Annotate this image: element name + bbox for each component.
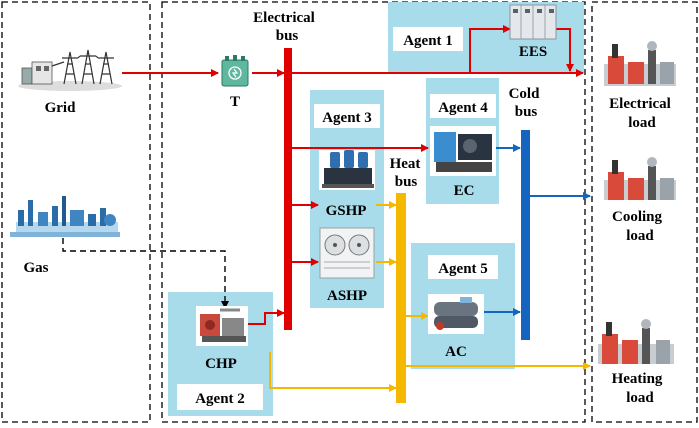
svg-text:Agent 5: Agent 5 [438, 261, 488, 277]
svg-text:bus: bus [276, 28, 299, 44]
agent1-label: Agent 1 [393, 27, 463, 51]
battery-storage-icon [509, 4, 557, 40]
svg-text:load: load [626, 390, 654, 406]
agent2-label: Agent 2 [177, 384, 263, 410]
grid-label: Grid [45, 100, 76, 116]
svg-text:Cooling: Cooling [612, 209, 663, 225]
ees-label: EES [519, 44, 547, 60]
air-source-heat-pump-icon [319, 227, 375, 279]
chp-label: CHP [205, 356, 237, 372]
electrical-load-label: Electrical load [609, 96, 671, 131]
heat-pump-icon [319, 150, 375, 190]
chp-unit-icon [196, 306, 248, 346]
cold-bus-label: Cold bus [509, 86, 541, 120]
gas-to-chp-line [62, 238, 229, 309]
ees-to-load-line [556, 28, 574, 72]
absorption-chiller-icon [428, 294, 484, 334]
heat-bus [396, 193, 406, 403]
svg-text:bus: bus [515, 104, 538, 120]
transformer-icon [221, 55, 249, 87]
ashp-label: ASHP [327, 288, 367, 304]
svg-text:Agent 4: Agent 4 [438, 100, 488, 116]
gshp-label: GSHP [326, 203, 367, 219]
chp-to-bus-line [248, 309, 285, 325]
conversion-region [161, 1, 586, 423]
transformer-label: T [230, 94, 240, 110]
ec-label: EC [454, 183, 475, 199]
agent5-label: Agent 5 [428, 255, 498, 279]
electrical-load-factory-icon [604, 41, 676, 86]
heat-bus-label: Heat bus [390, 156, 421, 190]
gas-plant-icon [10, 196, 120, 237]
svg-text:bus: bus [395, 174, 418, 190]
chp-to-heat-bus-line [269, 352, 397, 392]
svg-text:Electrical: Electrical [253, 10, 315, 26]
electrical-bus [284, 48, 292, 330]
grid-tower-icon [18, 49, 122, 91]
load-region [591, 1, 698, 423]
svg-text:Electrical: Electrical [609, 96, 671, 112]
bus-to-ees-line [469, 25, 511, 73]
supply-region [1, 1, 151, 423]
svg-text:load: load [626, 228, 654, 244]
ac-label: AC [445, 344, 467, 360]
svg-text:Agent 1: Agent 1 [403, 33, 453, 49]
gas-label: Gas [23, 260, 48, 276]
svg-text:Agent 3: Agent 3 [322, 110, 372, 126]
svg-text:Heat: Heat [390, 156, 421, 172]
svg-text:load: load [628, 115, 656, 131]
svg-text:Cold: Cold [509, 86, 541, 102]
heating-load-label: Heating load [612, 371, 663, 406]
cooling-load-factory-icon [604, 157, 676, 200]
electric-chiller-icon [430, 126, 496, 176]
electrical-bus-label: Electrical bus [253, 10, 315, 44]
cooling-load-label: Cooling load [612, 209, 663, 244]
agent4-label: Agent 4 [430, 94, 496, 118]
svg-text:Agent 2: Agent 2 [195, 391, 245, 407]
heating-load-factory-icon [598, 319, 674, 364]
cold-bus [521, 130, 530, 340]
agent3-label: Agent 3 [314, 104, 380, 128]
svg-text:Heating: Heating [612, 371, 663, 387]
